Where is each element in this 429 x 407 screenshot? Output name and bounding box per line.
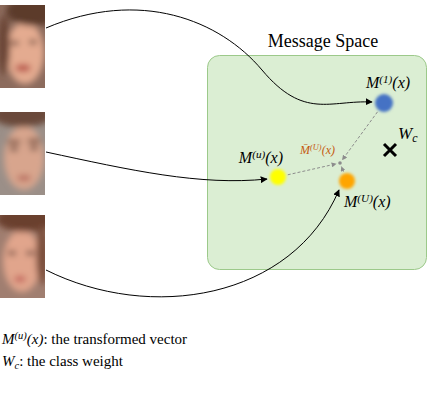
text-run: (U) xyxy=(357,192,373,204)
text-run: M̄ xyxy=(300,143,310,157)
text-run: c xyxy=(15,360,20,371)
node-shape xyxy=(269,168,287,186)
vector-dot xyxy=(270,169,286,185)
text-run: (u) xyxy=(15,330,27,341)
region-outline xyxy=(208,56,427,270)
vector-label: M(u)(x) xyxy=(239,148,283,167)
text-run: M xyxy=(239,149,252,166)
dashed-connector xyxy=(342,112,377,160)
text-run: c xyxy=(412,131,417,145)
mapping-arrow xyxy=(46,190,339,297)
mapping-arrow xyxy=(46,10,372,104)
vector-label: M̄(U)(x) xyxy=(300,143,335,158)
text-run: W xyxy=(2,353,15,369)
node-shape xyxy=(374,93,394,113)
mapping-arrow xyxy=(46,152,267,181)
face-image xyxy=(0,112,45,195)
face-image xyxy=(0,5,45,88)
text-run: Message Space xyxy=(268,31,378,51)
vector-dot xyxy=(339,173,355,189)
mean-dot xyxy=(338,161,342,165)
face-image xyxy=(0,215,45,298)
message-vector-dot: M(u)(x) xyxy=(269,168,287,186)
node-shape xyxy=(337,160,343,166)
text-run: M xyxy=(2,331,15,347)
text-run: (x) xyxy=(392,74,410,91)
region-heading: Message Space xyxy=(268,31,378,52)
cross-symbol xyxy=(384,144,396,156)
message-vector-dot: M(U)(x) xyxy=(338,172,356,190)
note-line: M(u)(x): the transformed vector xyxy=(2,330,187,348)
text-run: : the transformed vector xyxy=(43,331,187,347)
vector-label: Wc xyxy=(398,124,417,146)
text-run: : the class weight xyxy=(19,353,123,369)
dashed-connector xyxy=(288,164,336,175)
text-run: (x) xyxy=(27,331,44,347)
text-run: M xyxy=(344,193,357,210)
note-text: M(u)(x): the transformed vector xyxy=(2,330,187,348)
text-run: M xyxy=(366,74,379,91)
vector-label: M(1)(x) xyxy=(366,73,410,92)
note-text: Wc: the class weight xyxy=(2,353,123,372)
note-line: Wc: the class weight xyxy=(2,353,123,372)
text-run: (U) xyxy=(310,143,322,152)
text-run: (1) xyxy=(379,73,392,85)
node-shape xyxy=(338,172,356,190)
message-vector-dot: M(1)(x) xyxy=(374,93,394,113)
text-run: (u) xyxy=(252,148,265,160)
vector-label: M(U)(x) xyxy=(344,192,391,211)
vector-dot xyxy=(375,94,393,112)
text-run: (x) xyxy=(373,193,391,210)
class-weight-marker: Wc xyxy=(383,143,397,157)
mean-point: M̄(U)(x) xyxy=(337,160,343,166)
dashed-connector xyxy=(341,167,343,172)
message-space-region: M(1)(x)M̄(U)(x)WcM(u)(x)M(U)(x)Message S… xyxy=(207,55,427,270)
text-run: (x) xyxy=(322,143,335,157)
text-run: (x) xyxy=(265,149,283,166)
node-shape xyxy=(383,143,397,157)
text-run: W xyxy=(398,124,412,143)
